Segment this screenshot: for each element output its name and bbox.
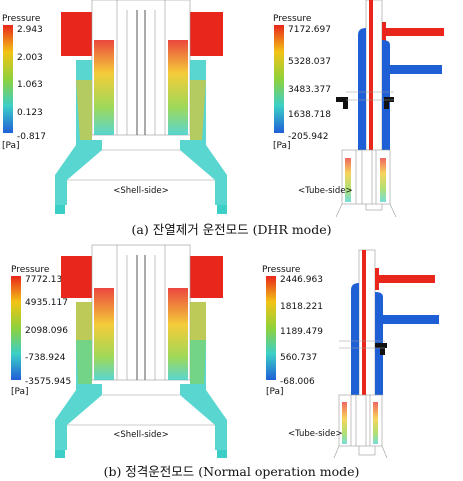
tube-bundle-right — [168, 40, 188, 135]
legend-tick: 0.123 — [17, 108, 43, 118]
cold-inlet-nozzle — [390, 65, 442, 74]
panel-b: Pressure 7772.137 4935.117 2098.096 -738… — [11, 244, 439, 459]
cold-inlet-nozzle — [383, 315, 439, 324]
legend-tick: 1189.479 — [280, 327, 323, 337]
legend-title: Pressure — [273, 14, 312, 24]
panel-a: Pressure 2.943 2.003 1.063 0.123 -0.817 … — [2, 0, 444, 218]
caption-a: (a) 잔열제거 운전모드 (DHR mode) — [131, 222, 332, 237]
legend-tick: 7172.697 — [288, 25, 331, 35]
legend-tick: -205.942 — [288, 132, 328, 142]
shell-side-model-b: <Shell-side> — [55, 244, 227, 458]
legend-tick: 2446.963 — [280, 275, 323, 285]
legend-tick: -0.817 — [17, 132, 46, 142]
legend-colorbar — [3, 25, 13, 133]
legend-tick: 2098.096 — [25, 326, 68, 336]
shell-legend-b: Pressure 7772.137 4935.117 2098.096 -738… — [11, 265, 71, 397]
legend-tick: 2.943 — [17, 25, 43, 35]
legend-tick: 1.063 — [17, 80, 43, 90]
hot-outlet-nozzle — [384, 28, 444, 36]
legend-title: Pressure — [262, 265, 301, 275]
caption-b: (b) 정격운전모드 (Normal operation mode) — [103, 464, 360, 479]
legend-title: Pressure — [2, 14, 41, 24]
cold-downcomer-right — [382, 40, 390, 150]
cold-downcomer-left — [351, 283, 359, 395]
tube-bundle-left — [94, 40, 114, 135]
tube-bundle-left — [94, 288, 114, 380]
legend-unit: [Pa] — [273, 141, 291, 151]
tube-side-model-b: <Tube-side> — [288, 249, 439, 459]
legend-tick: 3483.377 — [288, 85, 331, 95]
shell-side-label: <Shell-side> — [113, 430, 168, 440]
tube-legend-b: Pressure 2446.963 1818.221 1189.479 560.… — [262, 265, 323, 397]
tube-side-label: <Tube-side> — [288, 429, 343, 439]
legend-unit: [Pa] — [11, 387, 29, 397]
shell-side-model-a: <Shell-side> — [55, 0, 227, 214]
legend-tick: 7772.137 — [25, 275, 68, 285]
tube-bundle-right — [168, 288, 188, 380]
shell-foot-left — [55, 205, 65, 214]
hot-outlet-nozzle — [377, 275, 435, 283]
hot-leg-pipe — [362, 250, 366, 395]
legend-colorbar — [274, 25, 284, 133]
shell-foot-right — [217, 205, 227, 214]
legend-tick: -738.924 — [25, 353, 66, 363]
legend-tick: 560.737 — [280, 353, 317, 363]
legend-tick: 1818.221 — [280, 302, 323, 312]
shell-foot-left — [55, 450, 65, 458]
legend-tick: 5328.037 — [288, 57, 331, 67]
legend-colorbar — [11, 276, 21, 380]
shell-foot-right — [217, 450, 227, 458]
legend-colorbar — [266, 276, 276, 380]
shell-legend-a: Pressure 2.943 2.003 1.063 0.123 -0.817 … — [2, 14, 46, 151]
tube-side-model-a: <Tube-side> — [298, 0, 444, 218]
shell-side-label: <Shell-side> — [113, 186, 168, 196]
hot-leg-pipe — [369, 0, 373, 150]
legend-unit: [Pa] — [2, 141, 20, 151]
support-lug-left — [336, 97, 346, 102]
legend-tick: -3575.945 — [25, 377, 71, 387]
tube-side-label: <Tube-side> — [298, 186, 353, 196]
tube-legend-a: Pressure 7172.697 5328.037 3483.377 1638… — [273, 14, 331, 151]
legend-tick: 1638.718 — [288, 110, 331, 120]
legend-unit: [Pa] — [266, 387, 284, 397]
cold-downcomer-left — [358, 28, 366, 150]
legend-tick: 2.003 — [17, 53, 43, 63]
legend-tick: -68.006 — [280, 377, 315, 387]
legend-tick: 4935.117 — [25, 298, 68, 308]
legend-title: Pressure — [11, 265, 50, 275]
